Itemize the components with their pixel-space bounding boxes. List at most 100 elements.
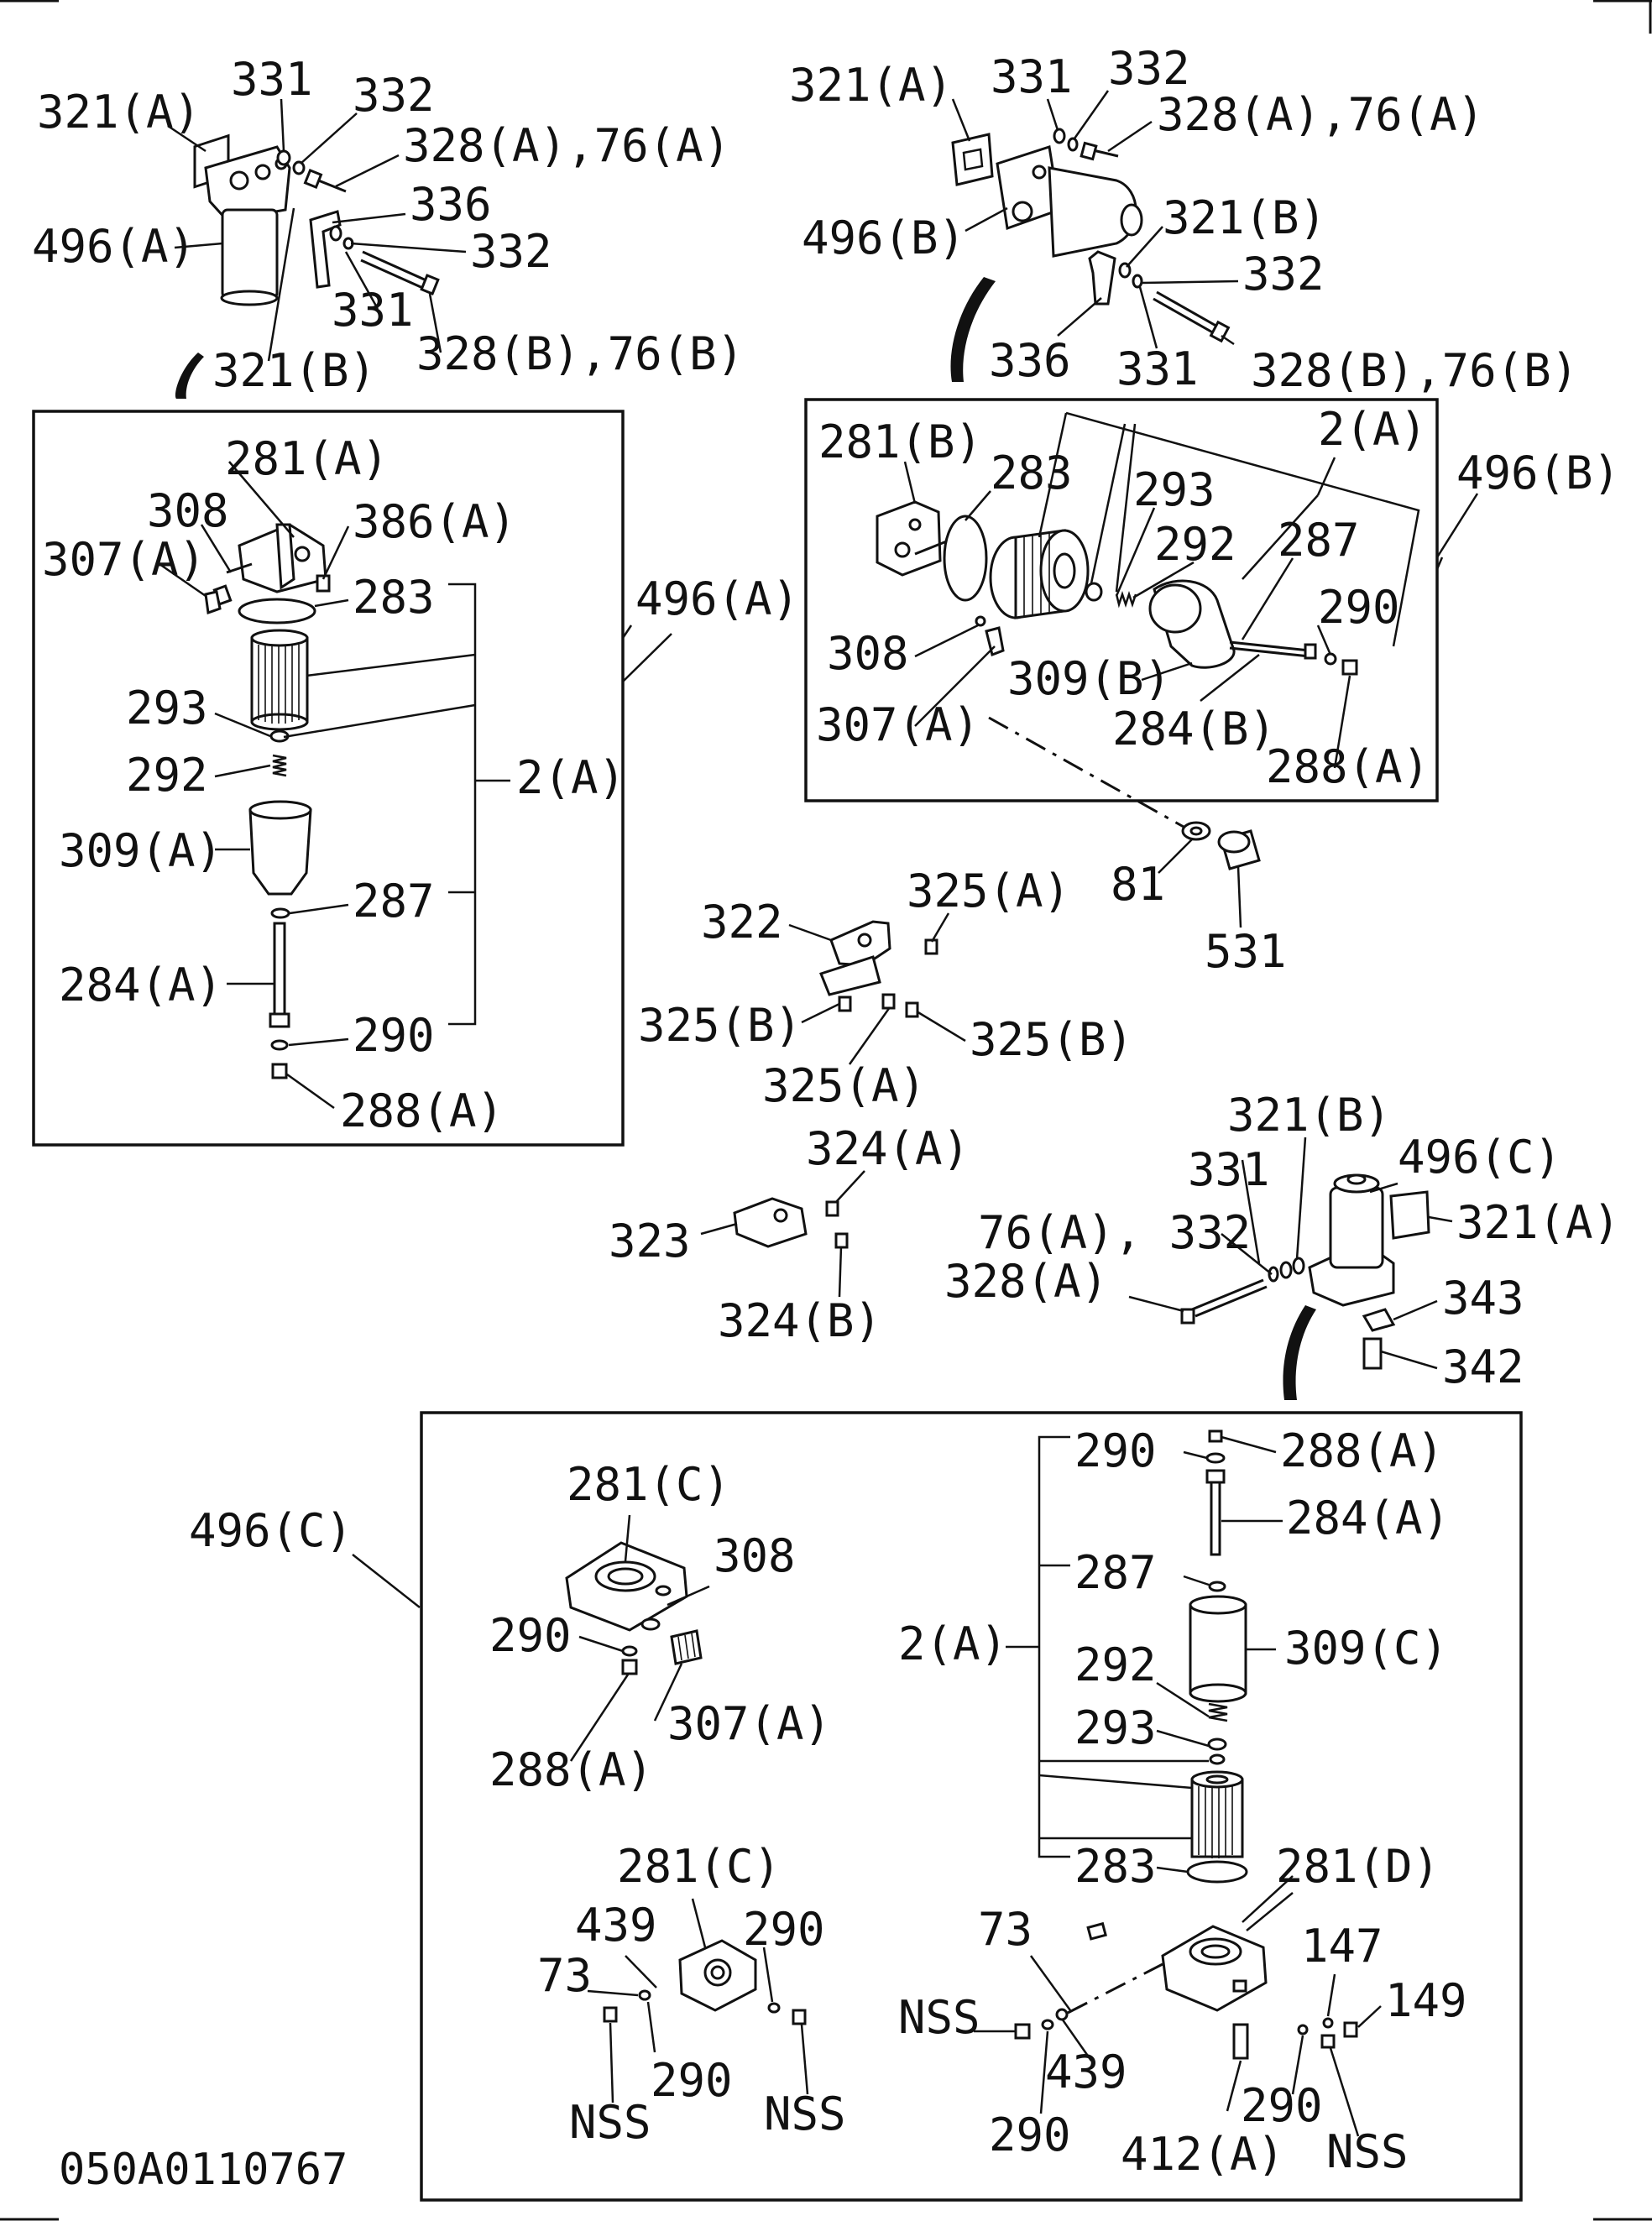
callout-b-292: 292 xyxy=(1154,518,1236,571)
callout-m-325a: 325(A) xyxy=(907,865,1070,917)
gasket-321a-b xyxy=(951,133,994,186)
callout-d-290d: 290 xyxy=(1241,2079,1323,2132)
callout-m-81: 81 xyxy=(1111,858,1165,911)
callout-tr-496b: 496(B) xyxy=(802,212,965,264)
callout-m-324b: 324(B) xyxy=(718,1294,881,1347)
frame-496b xyxy=(804,398,1439,802)
callout-c-496c: 496(C) xyxy=(1398,1131,1561,1184)
callout-d-nss2: NSS xyxy=(764,2088,846,2140)
callout-d-309c: 309(C) xyxy=(1284,1622,1448,1675)
bowl-309c xyxy=(1189,1603,1247,1695)
exploded-496b xyxy=(876,411,1479,828)
callout-a-386a: 386(A) xyxy=(353,495,516,548)
callout-tr-331: 331 xyxy=(991,50,1073,103)
frame-496a xyxy=(32,410,625,1147)
callout-a-287: 287 xyxy=(353,875,435,928)
callout-tl-321a: 321(A) xyxy=(37,86,201,138)
callout-a-283: 283 xyxy=(353,571,435,624)
callout-tl-321b: 321(B) xyxy=(212,344,376,397)
callout-a-288a: 288(A) xyxy=(340,1084,504,1137)
assembly-496c-exterior xyxy=(1128,1137,1453,1400)
callout-tr-336: 336 xyxy=(989,334,1071,387)
callout-b-287: 287 xyxy=(1278,514,1360,567)
callout-d-293: 293 xyxy=(1074,1701,1157,1754)
bracket-336 xyxy=(309,210,342,289)
callout-b-309b: 309(B) xyxy=(1007,652,1171,705)
callout-d-287: 287 xyxy=(1074,1546,1157,1599)
callout-a-290: 290 xyxy=(353,1009,435,1062)
bracket-323 xyxy=(700,1170,865,1298)
callout-b-308: 308 xyxy=(827,627,909,680)
bracket-322 xyxy=(788,912,966,1065)
callout-a-2a: 2(A) xyxy=(516,751,625,804)
callout-tl-331b: 331 xyxy=(332,284,414,337)
callout-b-2a: 2(A) xyxy=(1318,403,1427,456)
callout-d-290: 290 xyxy=(489,1609,572,1662)
callout-c-321b: 321(B) xyxy=(1227,1089,1391,1142)
callout-c-321a: 321(A) xyxy=(1456,1196,1620,1249)
callout-m-322: 322 xyxy=(701,896,783,948)
callout-m-324a: 324(A) xyxy=(806,1122,970,1175)
callout-c-342: 342 xyxy=(1442,1340,1524,1393)
callout-tl-331: 331 xyxy=(231,53,313,106)
callout-b-281b: 281(B) xyxy=(818,415,982,468)
frame-496c xyxy=(420,1411,1523,2202)
callout-m-325b2: 325(B) xyxy=(970,1013,1133,1066)
callout-tr-328a: 328(A),76(A) xyxy=(1157,88,1484,141)
assembly-496b-exterior xyxy=(950,90,1239,382)
callout-d-290e: 290 xyxy=(989,2109,1071,2161)
callout-b-288a: 288(A) xyxy=(1266,740,1430,793)
callout-c-328a: 328(A) xyxy=(944,1255,1108,1308)
callout-d-284a: 284(A) xyxy=(1286,1492,1450,1544)
callout-m-323: 323 xyxy=(609,1215,691,1267)
callout-tr-331b: 331 xyxy=(1116,342,1199,395)
callout-d-288a: 288(A) xyxy=(489,1743,653,1796)
callout-d-281c2: 281(C) xyxy=(617,1840,781,1893)
callout-tl-336: 336 xyxy=(410,178,492,231)
callout-d-2a: 2(A) xyxy=(898,1617,1007,1670)
callout-m-325b1: 325(B) xyxy=(638,999,802,1052)
exploded-496a xyxy=(159,461,672,1110)
assembly-496a-exterior xyxy=(167,98,467,399)
callout-d-290r: 290 xyxy=(1074,1424,1157,1477)
callout-c-343: 343 xyxy=(1442,1272,1524,1325)
callout-d-290b: 290 xyxy=(743,1903,825,1956)
callout-tr-332b: 332 xyxy=(1242,248,1325,300)
callout-b-284b: 284(B) xyxy=(1112,703,1276,755)
callout-a-292: 292 xyxy=(126,749,208,802)
filter-bowl-496c xyxy=(1329,1186,1384,1269)
callout-tl-496a: 496(A) xyxy=(32,220,196,273)
callout-tr-321a: 321(A) xyxy=(789,59,953,112)
callout-d-nss1: NSS xyxy=(569,2096,651,2149)
callout-d-412a: 412(A) xyxy=(1121,2128,1284,2181)
callout-d-308: 308 xyxy=(714,1529,796,1582)
callout-tl-332a: 332 xyxy=(353,69,435,122)
callout-a-307a: 307(A) xyxy=(42,533,206,586)
drawing-id: 050A0110767 xyxy=(59,2145,348,2195)
callout-a-496a: 496(A) xyxy=(635,572,799,625)
callout-d-281c: 281(C) xyxy=(567,1458,730,1511)
callout-b-293: 293 xyxy=(1133,463,1215,516)
gasket-321a-c xyxy=(1389,1190,1430,1240)
callout-tl-332b: 332 xyxy=(470,225,552,278)
callout-c-76a: 76(A), 332 xyxy=(978,1206,1251,1259)
callout-b-496b: 496(B) xyxy=(1456,447,1620,499)
callout-c-331: 331 xyxy=(1188,1143,1270,1196)
callout-d-439b: 439 xyxy=(1045,2046,1127,2098)
callout-d-283: 283 xyxy=(1074,1840,1157,1893)
callout-b-307a: 307(A) xyxy=(816,698,980,751)
callout-d-496c: 496(C) xyxy=(189,1504,353,1557)
callout-tr-328b: 328(B),76(B) xyxy=(1251,344,1578,397)
callout-tl-328b: 328(B),76(B) xyxy=(416,327,744,380)
callout-d-307a: 307(A) xyxy=(667,1697,831,1750)
callout-tl-328a: 328(A),76(A) xyxy=(403,119,730,172)
callout-d-281d: 281(D) xyxy=(1276,1840,1440,1893)
callout-d-149: 149 xyxy=(1385,1974,1467,2027)
callout-m-531: 531 xyxy=(1205,925,1287,978)
callout-tr-332: 332 xyxy=(1108,42,1190,95)
callout-d-292: 292 xyxy=(1074,1638,1157,1691)
callout-tr-321b: 321(B) xyxy=(1163,191,1326,244)
